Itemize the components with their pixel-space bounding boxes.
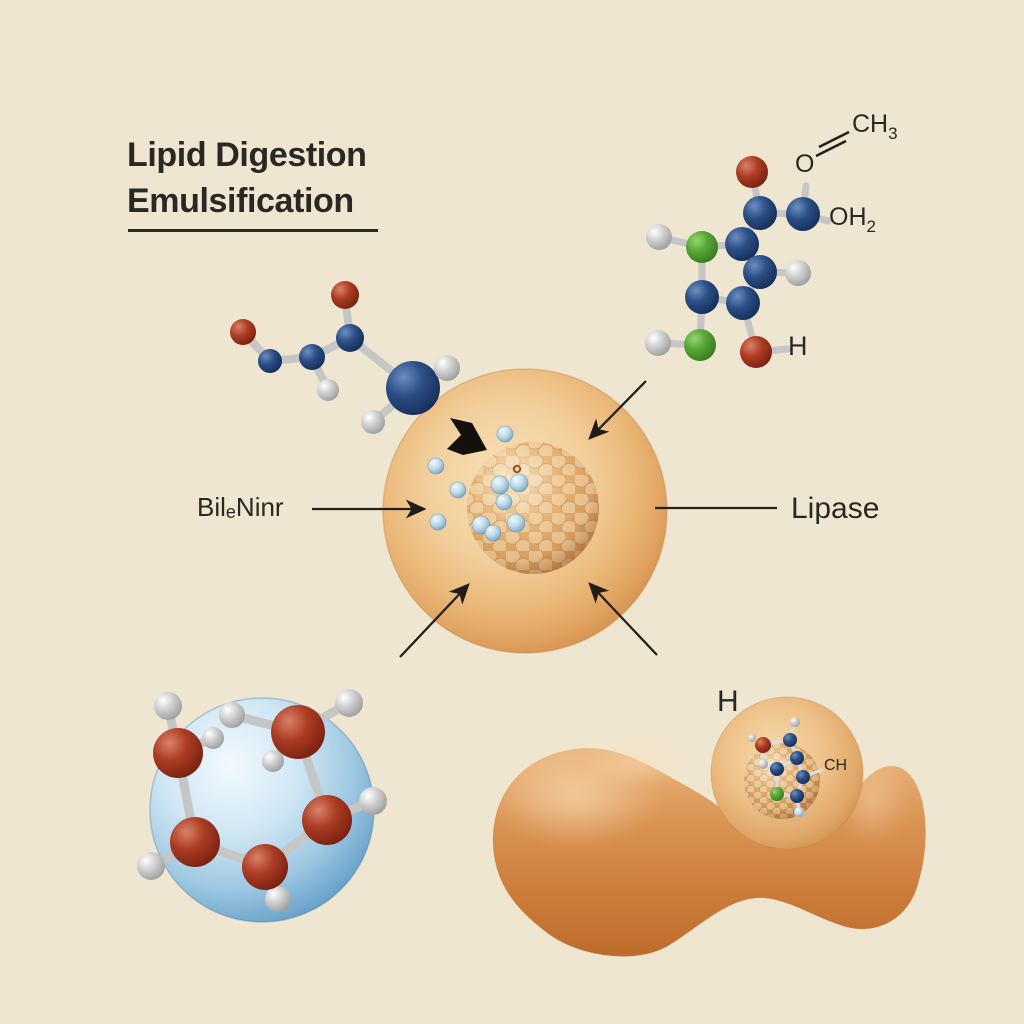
bile-salt-bead	[496, 425, 514, 443]
bile-salt-bead	[495, 493, 513, 511]
bile-salt-bead	[484, 524, 502, 542]
title-underline	[128, 229, 378, 232]
carbon-atom	[783, 733, 797, 747]
arrow-top-right	[588, 380, 647, 440]
oxygen-atom	[271, 705, 325, 759]
carbon-atom	[790, 751, 804, 765]
triglyceride-molecule-right	[645, 130, 850, 368]
bile-label-suffix: Ninr	[235, 492, 284, 522]
hydrogen-atom	[265, 886, 291, 912]
page-title-line2: Emulsification	[127, 182, 354, 220]
oxygen-atom	[755, 737, 771, 753]
ch3-label: CH3	[852, 110, 898, 144]
hydrogen-atom	[794, 807, 804, 817]
hydrogen-atom	[202, 727, 224, 749]
hydrogen-atom	[758, 759, 768, 769]
bile-salt-bead	[427, 457, 445, 475]
fat-core-shading	[467, 442, 599, 574]
tiny-red-dot	[512, 464, 522, 474]
hydrogen-atom	[748, 734, 756, 742]
oxygen-atom	[736, 156, 768, 188]
hydrogen-atom	[137, 852, 165, 880]
oh2-subscript: 2	[866, 217, 876, 236]
hydrogen-atom	[154, 692, 182, 720]
fatty-acid-molecule-left	[230, 281, 460, 434]
oxygen-atom	[170, 817, 220, 867]
ch-droplet-label: CH	[824, 757, 848, 774]
h-droplet-label: H	[717, 685, 739, 718]
arrow-bottom-right	[588, 582, 658, 656]
bile-salt-beads	[427, 425, 529, 542]
micelle-sphere	[137, 689, 387, 923]
h-ester-label: H	[788, 331, 808, 361]
hydrogen-atom	[335, 689, 363, 717]
budding-droplet	[710, 696, 864, 850]
hydrogen-atom	[646, 224, 672, 250]
ch3-subscript: 3	[888, 124, 898, 143]
carbon-atom	[336, 324, 364, 352]
arrow-bottom-left	[399, 583, 470, 658]
carbon-atom	[790, 789, 804, 803]
nitrogen-atom	[684, 329, 716, 361]
carbon-atom	[743, 255, 777, 289]
hydrogen-atom	[359, 787, 387, 815]
oxygen-atom	[242, 844, 288, 890]
carbon-atom	[258, 349, 282, 373]
lipase-label: Lipase	[791, 492, 880, 525]
hydrogen-atom	[790, 717, 800, 727]
hydrogen-atom	[317, 379, 339, 401]
emulsification-bold-arrow-icon	[447, 418, 487, 455]
carbon-atom	[770, 762, 784, 776]
bile-salt-bead	[490, 475, 510, 495]
bile-salt-bead	[506, 513, 526, 533]
oxygen-atom	[302, 795, 352, 845]
large-carbon-atom	[386, 361, 440, 415]
page-title-line1: Lipid Digestion	[127, 136, 367, 174]
annotation-arrows	[312, 380, 777, 658]
carbon-atom	[725, 227, 759, 261]
carbon-atom	[786, 197, 820, 231]
bile-label-prefix: Bil	[197, 492, 226, 522]
carbon-atom	[743, 196, 777, 230]
emulsified-fat-droplet	[382, 368, 668, 654]
carbon-atom	[726, 286, 760, 320]
hydrogen-atom	[434, 355, 460, 381]
hydrogen-atom	[785, 260, 811, 286]
oh2-label: OH2	[829, 203, 876, 237]
oxygen-atom	[331, 281, 359, 309]
bile-salt-bead	[429, 513, 447, 531]
hydrogen-atom	[219, 702, 245, 728]
bile-label: BileNinr	[197, 492, 284, 523]
fat-glob	[490, 696, 926, 957]
bile-salt-bead	[449, 481, 467, 499]
carbon-atom	[796, 770, 810, 784]
hydrogen-atom	[262, 750, 284, 772]
bile-salt-bead	[509, 473, 529, 493]
hydrogen-atom	[361, 410, 385, 434]
double-bond-o-ch3	[815, 130, 850, 158]
oh2-base: OH	[829, 203, 867, 231]
fat-glob-highlight	[580, 738, 700, 786]
oxygen-label: O	[795, 150, 815, 178]
carbon-atom	[299, 344, 325, 370]
oxygen-atom	[740, 336, 772, 368]
hydrogen-atom	[645, 330, 671, 356]
nitrogen-atom	[686, 231, 718, 263]
bile-label-sub: e	[225, 502, 236, 522]
carbon-atom	[685, 280, 719, 314]
oxygen-atom	[153, 728, 203, 778]
nitrogen-atom	[770, 787, 784, 801]
oxygen-atom	[230, 319, 256, 345]
ch3-base: CH	[852, 110, 889, 138]
